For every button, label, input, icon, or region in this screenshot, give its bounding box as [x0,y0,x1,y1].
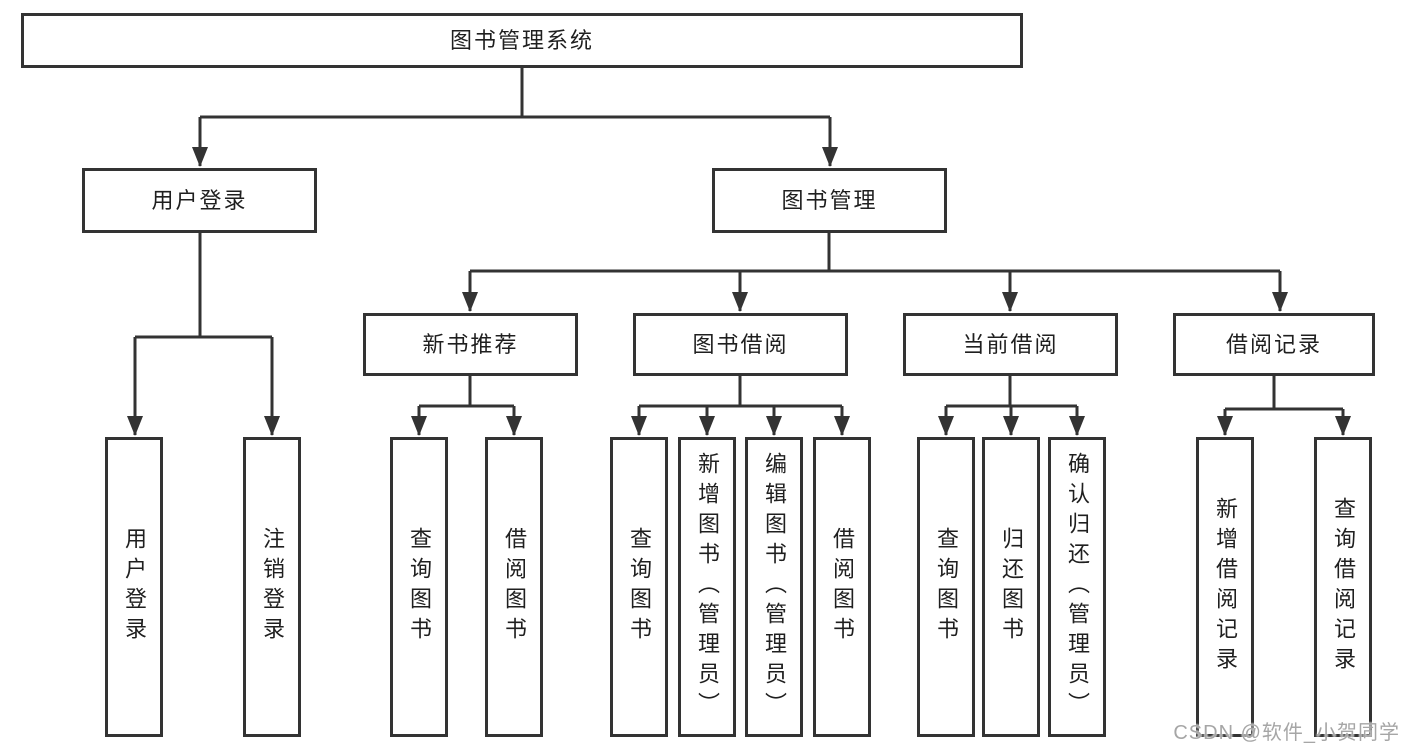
leaf-nb-query-books: 查询图书 [390,437,448,737]
node-borrow-records: 借阅记录 [1173,313,1375,376]
leaf-user-login: 用户登录 [105,437,163,737]
leaf-bb-query-books: 查询图书 [610,437,668,737]
leaf-nb-borrow-books: 借阅图书 [485,437,543,737]
leaf-br-add-record: 新增借阅记录 [1196,437,1254,737]
node-library-system: 图书管理系统 [21,13,1023,68]
node-user-login: 用户登录 [82,168,317,233]
csdn-watermark: CSDN @软件_小贺同学 [1173,722,1400,744]
leaf-cb-return-books: 归还图书 [982,437,1040,737]
leaf-br-query-record: 查询借阅记录 [1314,437,1372,737]
leaf-cb-confirm-return-admin: 确认归还（管理员） [1048,437,1106,737]
leaf-bb-edit-books-admin: 编辑图书（管理员） [745,437,803,737]
node-new-book-recommend: 新书推荐 [363,313,578,376]
leaf-bb-borrow-books: 借阅图书 [813,437,871,737]
leaf-bb-add-books-admin: 新增图书（管理员） [678,437,736,737]
node-book-management: 图书管理 [712,168,947,233]
leaf-cb-query-books: 查询图书 [917,437,975,737]
leaf-logout: 注销登录 [243,437,301,737]
node-book-borrow: 图书借阅 [633,313,848,376]
node-current-borrow: 当前借阅 [903,313,1118,376]
